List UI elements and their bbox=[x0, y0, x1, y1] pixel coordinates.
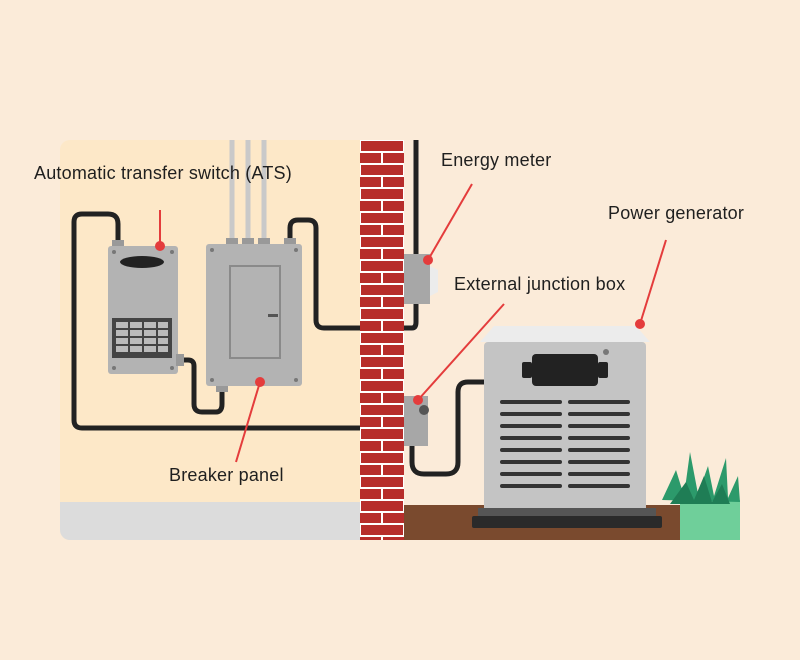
brick-wall-icon bbox=[360, 140, 404, 540]
junction-box-label: External junction box bbox=[454, 274, 626, 294]
wall-to-meter-cable bbox=[404, 302, 419, 331]
breaker-panel-label: Breaker panel bbox=[169, 465, 284, 485]
ats-main-cable bbox=[71, 211, 360, 431]
generator-callout-line bbox=[639, 239, 667, 325]
energy-meter-icon bbox=[404, 254, 438, 304]
wiring bbox=[71, 140, 486, 477]
breaker-to-wall-cable bbox=[287, 217, 360, 331]
junction-box-icon bbox=[404, 395, 429, 446]
meter-callout-line bbox=[427, 183, 473, 261]
callouts bbox=[155, 183, 667, 463]
power-generator-label: Power generator bbox=[608, 203, 745, 223]
energy-meter-label: Energy meter bbox=[441, 150, 552, 170]
grass-tuft-icon bbox=[662, 452, 740, 540]
junction-callout-line bbox=[417, 303, 505, 401]
conduits bbox=[229, 140, 267, 240]
ats-label: Automatic transfer switch (ATS) bbox=[34, 163, 292, 183]
ats-unit-icon bbox=[108, 240, 184, 374]
generator-callout-dot bbox=[635, 319, 645, 329]
breaker-panel-icon bbox=[206, 238, 302, 392]
ats-callout-dot bbox=[155, 241, 165, 251]
indoor-floor bbox=[60, 502, 360, 540]
ats-to-breaker-cable bbox=[178, 357, 225, 415]
breaker-callout-line bbox=[235, 381, 261, 463]
generator-icon bbox=[472, 326, 662, 528]
junction-to-generator-cable bbox=[409, 379, 486, 477]
breaker-callout-dot bbox=[255, 377, 265, 387]
